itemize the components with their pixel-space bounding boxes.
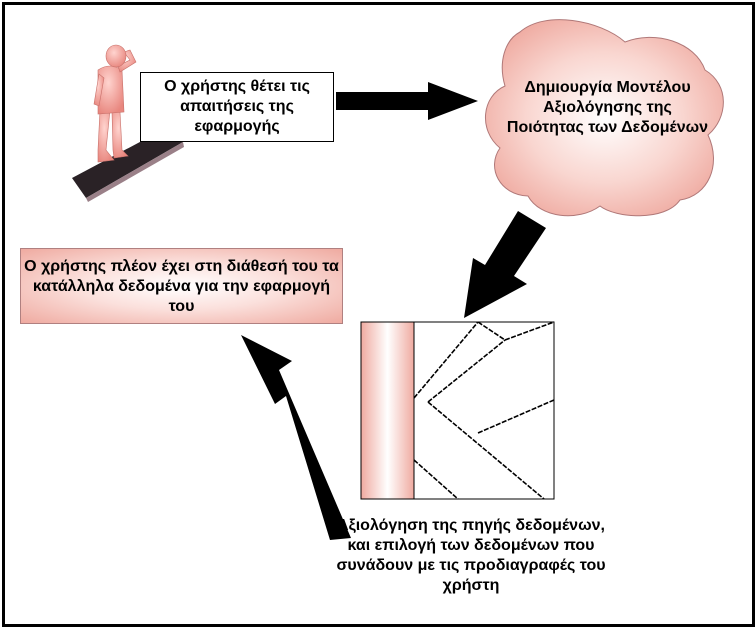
evaluation-text: Αξιολόγηση της πηγής δεδομένων, και επιλ… bbox=[336, 517, 606, 594]
model-text: Δημιουργία Μοντέλου Αξιολόγησης της Ποιό… bbox=[506, 79, 709, 136]
requirements-box: Ο χρήστης θέτει τις απαιτήσεις της εφαρμ… bbox=[140, 72, 334, 142]
data-source-grid-icon bbox=[360, 321, 555, 500]
arrow-to-model bbox=[336, 82, 478, 120]
person-figure-icon bbox=[93, 44, 137, 163]
result-box: Ο χρήστης πλέον έχει στη διάθεσή του τα … bbox=[20, 248, 343, 324]
cloud-shape bbox=[485, 19, 724, 217]
road-strip bbox=[72, 126, 184, 202]
arrow-to-data-source bbox=[464, 211, 546, 318]
arrow-to-result bbox=[241, 335, 351, 540]
